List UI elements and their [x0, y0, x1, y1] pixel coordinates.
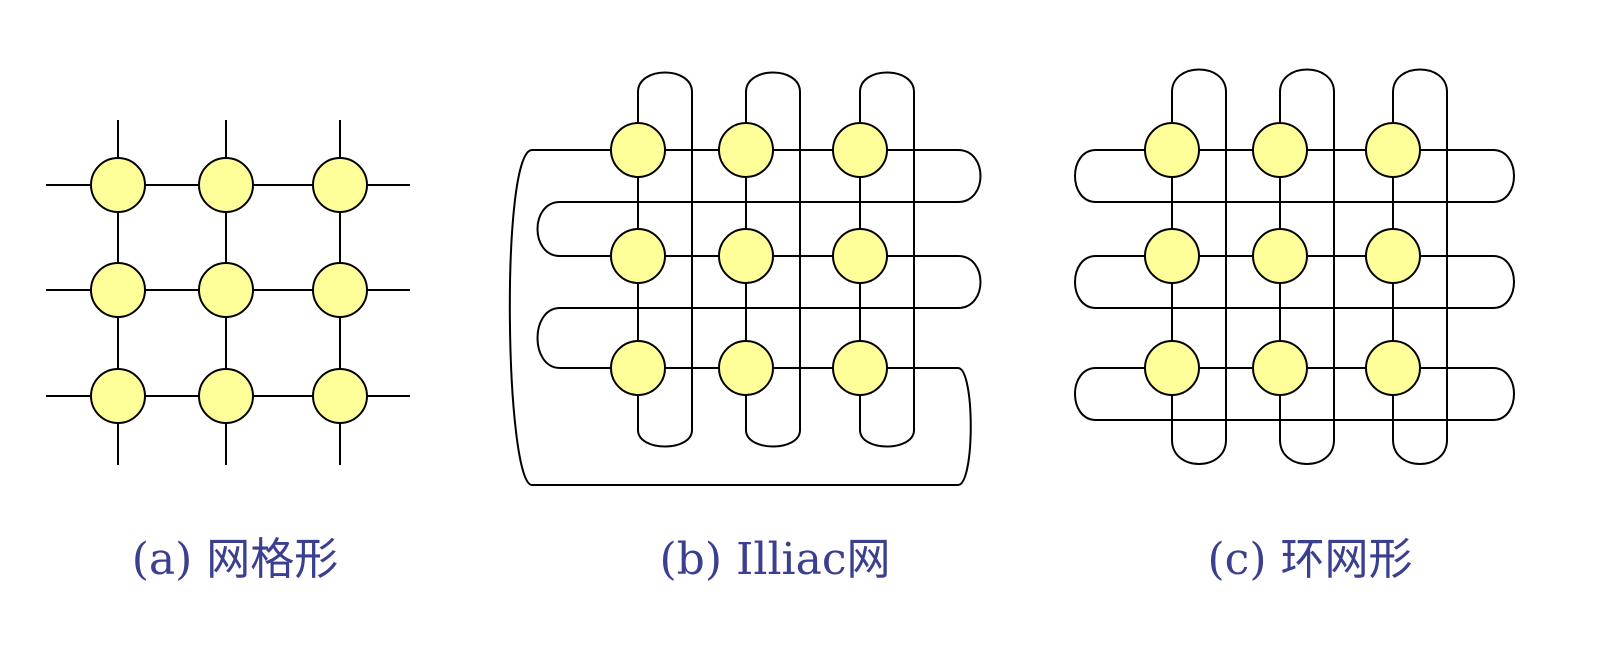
illiac-node-1-1 — [718, 228, 774, 284]
torus-column-top-loop-0 — [1171, 68, 1227, 93]
mesh-node-2-1 — [198, 368, 254, 424]
mesh-node-2-2 — [312, 368, 368, 424]
mesh-node-0-2 — [312, 157, 368, 213]
illiac-node-2-1 — [718, 340, 774, 396]
torus-node-0-0 — [1144, 122, 1200, 178]
mesh-caption: (a) 网格形 — [131, 534, 339, 585]
mesh-node-0-1 — [198, 157, 254, 213]
torus-node-2-0 — [1144, 340, 1200, 396]
torus-node-1-0 — [1144, 228, 1200, 284]
illiac-column-top-loop-1 — [745, 71, 801, 93]
torus-column-bottom-loop-0 — [1171, 439, 1227, 465]
illiac-network-diagram — [508, 71, 982, 486]
torus-row-right-loop-0 — [1492, 149, 1515, 203]
illiac-column-bottom-loop-1 — [745, 429, 801, 448]
torus-node-0-2 — [1365, 122, 1421, 178]
torus-column-bottom-loop-2 — [1392, 439, 1448, 465]
illiac-column-top-loop-0 — [637, 71, 693, 93]
mesh-network-diagram — [46, 120, 410, 465]
mesh-node-2-0 — [90, 368, 146, 424]
torus-row-left-loop-0 — [1074, 149, 1097, 203]
illiac-node-0-2 — [832, 122, 888, 178]
illiac-node-0-0 — [610, 122, 666, 178]
torus-caption: (c) 环网形 — [1207, 534, 1413, 585]
illiac-end-around-link — [508, 149, 972, 486]
torus-row-right-loop-2 — [1492, 367, 1515, 421]
illiac-row-right-loop-1 — [957, 255, 982, 309]
illiac-node-2-2 — [832, 340, 888, 396]
torus-node-2-1 — [1252, 340, 1308, 396]
illiac-column-top-loop-2 — [859, 71, 915, 93]
mesh-node-1-2 — [312, 262, 368, 318]
illiac-node-0-1 — [718, 122, 774, 178]
illiac-node-2-0 — [610, 340, 666, 396]
illiac-row-left-loop-1 — [536, 307, 561, 369]
torus-row-left-loop-2 — [1074, 367, 1097, 421]
torus-column-top-loop-1 — [1279, 68, 1335, 93]
illiac-column-bottom-loop-2 — [859, 429, 915, 448]
torus-network-diagram — [1074, 68, 1515, 465]
torus-node-1-1 — [1252, 228, 1308, 284]
torus-column-top-loop-2 — [1392, 68, 1448, 93]
torus-node-2-2 — [1365, 340, 1421, 396]
illiac-column-bottom-loop-0 — [637, 429, 693, 448]
mesh-node-0-0 — [90, 157, 146, 213]
torus-row-right-loop-1 — [1492, 255, 1515, 309]
mesh-node-1-0 — [90, 262, 146, 318]
illiac-row-right-loop-0 — [957, 149, 982, 203]
torus-column-bottom-loop-1 — [1279, 439, 1335, 465]
illiac-row-left-loop-0 — [536, 201, 561, 257]
torus-node-1-2 — [1365, 228, 1421, 284]
torus-row-left-loop-1 — [1074, 255, 1097, 309]
mesh-node-1-1 — [198, 262, 254, 318]
illiac-node-1-0 — [610, 228, 666, 284]
illiac-caption: (b) Illiac网 — [659, 534, 891, 585]
illiac-node-1-2 — [832, 228, 888, 284]
torus-node-0-1 — [1252, 122, 1308, 178]
